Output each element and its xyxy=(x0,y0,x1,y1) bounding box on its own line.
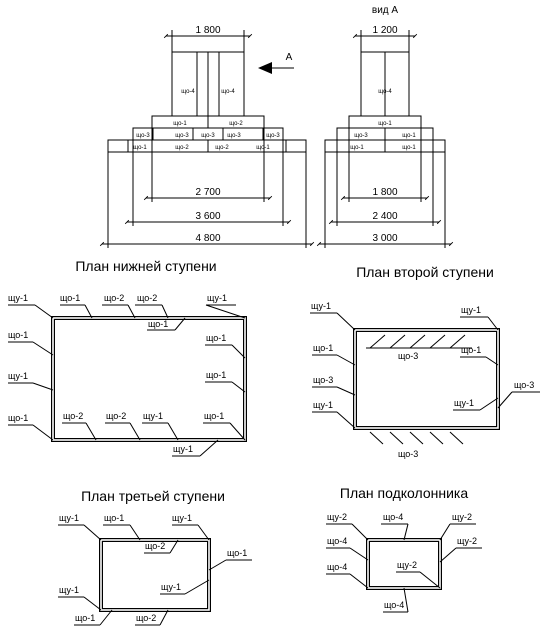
label: що-4 xyxy=(383,512,403,522)
view-arrow-icon xyxy=(258,62,272,74)
label: що-3 xyxy=(398,351,418,361)
front-step2-label-2: що-3 xyxy=(175,133,189,139)
plan-column-callouts: щу-2 що-4 щу-2 що-4 щу-2 що-4 щу-2 що-4 xyxy=(326,512,482,613)
label: щу-1 xyxy=(59,513,79,523)
label: щу-1 xyxy=(172,513,192,523)
label: щу-1 xyxy=(461,305,481,315)
label: щу-2 xyxy=(327,512,347,522)
front-dim-column: 1 800 xyxy=(195,25,220,36)
plan-second-hatch-bottom xyxy=(369,431,464,445)
plan-second-step: План второй ступени щу-1 щу-1 що-3 xyxy=(310,264,540,459)
label: що-2 xyxy=(104,293,124,303)
label: що-3 xyxy=(313,375,333,385)
label: що-1 xyxy=(104,513,124,523)
label: що-3 xyxy=(398,449,418,459)
plan-second-callouts: щу-1 щу-1 що-3 що-1 що-1 що-3 щу-1 щу-1 … xyxy=(310,301,540,459)
label: щу-1 xyxy=(173,444,193,454)
front-step2-label-5: що-3 xyxy=(266,133,280,139)
front-dim-step2: 3 600 xyxy=(195,211,220,222)
side-step1-label-1: що-1 xyxy=(350,145,364,151)
label: щу-1 xyxy=(207,293,227,303)
label: що-1 xyxy=(75,613,95,623)
plan-column-title: План подколонника xyxy=(340,485,468,501)
side-step3-label: що-1 xyxy=(378,121,392,127)
label: що-2 xyxy=(137,293,157,303)
label: що-1 xyxy=(206,370,226,380)
label: що-4 xyxy=(384,600,404,610)
front-step3-label-1: що-1 xyxy=(173,121,187,127)
label: що-1 xyxy=(204,411,224,421)
label: що-1 xyxy=(8,330,28,340)
label: що-2 xyxy=(145,541,165,551)
plan-third-title: План третьей ступени xyxy=(81,488,225,504)
side-view-title: вид А xyxy=(372,5,399,16)
front-step1-label-2: що-2 xyxy=(175,145,189,151)
plan-bottom-step: План нижней ступени щу-1 що-1 що-2 що-2 … xyxy=(8,258,247,457)
front-step1-label-4: що-1 xyxy=(256,145,270,151)
label: що-4 xyxy=(327,562,347,572)
side-step2-label-1: що-3 xyxy=(354,133,368,139)
label: щу-1 xyxy=(454,398,474,408)
view-arrow-label: A xyxy=(286,52,293,63)
side-column-label: що-4 xyxy=(378,89,392,95)
side-step1-label-2: що-1 xyxy=(402,145,416,151)
label: що-4 xyxy=(327,536,347,546)
plan-second-title: План второй ступени xyxy=(356,264,494,280)
label: що-3 xyxy=(514,380,534,390)
plan-third-step: План третьей ступени щу-1 що-1 щу-1 що-2… xyxy=(58,488,252,626)
front-column-label-2: що-4 xyxy=(221,89,235,95)
front-step1-label-3: що-2 xyxy=(215,145,229,151)
label: щу-1 xyxy=(59,585,79,595)
label: що-1 xyxy=(8,413,28,423)
front-column-label-1: що-4 xyxy=(181,89,195,95)
side-elevation: вид А що-4 що-1 що-3 що-1 що-1 що-1 1 20… xyxy=(316,5,454,248)
label: щу-2 xyxy=(397,560,417,570)
side-dim-step2: 2 400 xyxy=(372,211,397,222)
label: щу-1 xyxy=(161,582,181,592)
label: що-1 xyxy=(206,333,226,343)
label: що-1 xyxy=(313,343,333,353)
plan-second-hatch-top xyxy=(366,334,472,349)
front-step2-label-4: що-3 xyxy=(227,133,241,139)
label: щу-2 xyxy=(457,536,477,546)
side-dim-step3: 1 800 xyxy=(372,187,397,198)
label: щу-1 xyxy=(311,301,331,311)
plan-third-callouts: щу-1 що-1 щу-1 що-2 що-1 щу-1 щу-1 що-1 … xyxy=(58,513,252,626)
label: що-1 xyxy=(461,345,481,355)
front-dim-step1: 4 800 xyxy=(195,233,220,244)
label: щу-2 xyxy=(452,512,472,522)
label: що-2 xyxy=(63,411,83,421)
label: щу-1 xyxy=(143,411,163,421)
label: що-1 xyxy=(148,319,168,329)
front-step2-label-3: що-3 xyxy=(201,133,215,139)
side-dim-step1: 3 000 xyxy=(372,233,397,244)
front-step3-label-2: що-2 xyxy=(229,121,243,127)
side-step2-label-2: що-1 xyxy=(402,133,416,139)
plan-bottom-title: План нижней ступени xyxy=(75,258,216,274)
plan-bottom-callouts: щу-1 що-1 що-2 що-2 щу-1 що-1 що-1 що-1 … xyxy=(8,293,246,457)
label: щу-1 xyxy=(8,371,28,381)
plan-column: План подколонника щу-2 що-4 щу-2 що-4 щу… xyxy=(326,485,482,613)
label: щу-1 xyxy=(8,293,28,303)
side-dim-column: 1 200 xyxy=(372,25,397,36)
front-dim-step3: 2 700 xyxy=(195,187,220,198)
label: щу-1 xyxy=(313,400,333,410)
label: що-2 xyxy=(136,613,156,623)
label: що-1 xyxy=(227,548,247,558)
label: що-1 xyxy=(60,293,80,303)
front-step1-label-1: що-1 xyxy=(133,145,147,151)
label: що-2 xyxy=(106,411,126,421)
front-step2-label-1: що-3 xyxy=(136,133,150,139)
front-elevation: що-4 що-4 що-1 що-2 що-3 що-3 що-3 що-3 … xyxy=(99,25,315,248)
